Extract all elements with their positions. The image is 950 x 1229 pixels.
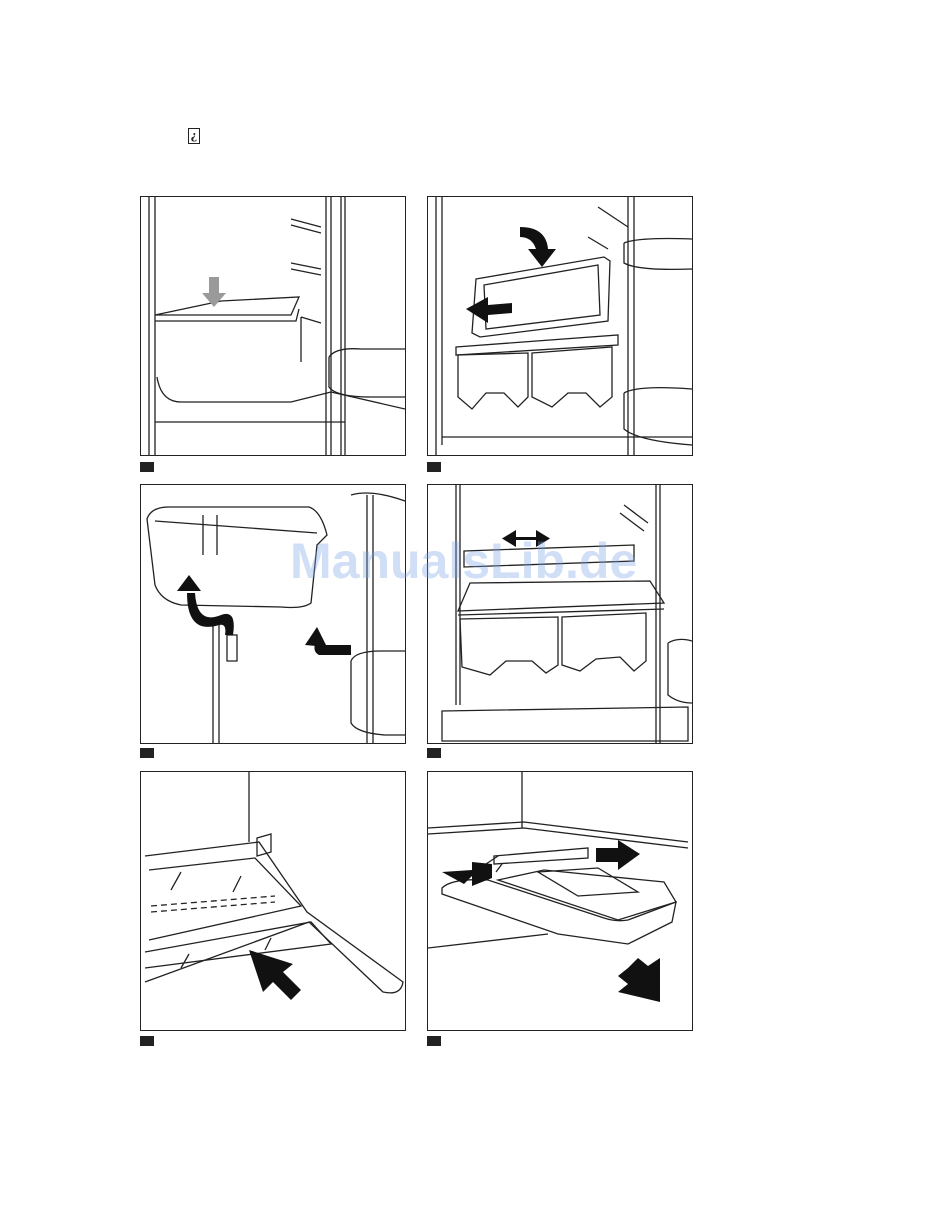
figure-2-illustration [427,196,693,456]
figure-5-marker [140,1036,154,1046]
figure-4-marker [427,748,441,758]
figure-1-illustration [140,196,406,456]
figure-6-marker [427,1036,441,1046]
figure-4-illustration [427,484,693,744]
figure-1-marker [140,462,154,472]
figure-3-illustration [140,484,406,744]
figure-5-illustration [140,771,406,1031]
figure-6-illustration [427,771,693,1031]
figure-3-marker [140,748,154,758]
watermark-text: ManualsLib.de [290,532,637,590]
info-icon: ¿ [188,128,200,144]
figure-2-marker [427,462,441,472]
